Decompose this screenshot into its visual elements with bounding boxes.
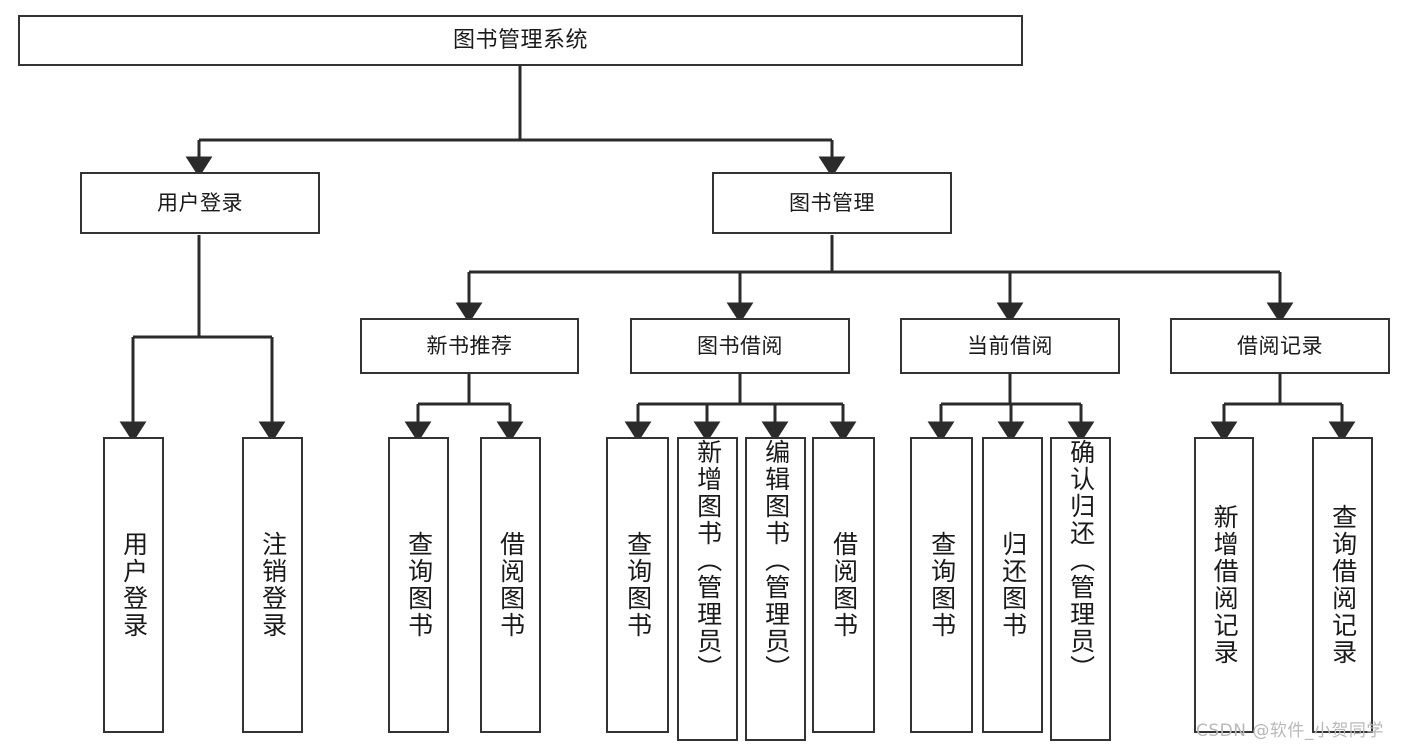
node-leaf-user-login-label: 用户登录 [119, 531, 149, 639]
node-leaf-query-book-borrow[interactable]: 查询图书 [606, 437, 669, 733]
node-new-book-recommend-label: 新书推荐 [426, 333, 513, 358]
node-leaf-borrow-book-borrow-label: 借阅图书 [829, 531, 859, 639]
node-leaf-query-book-recommend[interactable]: 查询图书 [388, 437, 449, 733]
node-leaf-edit-book-label: 编辑图书（管理员） [761, 439, 791, 682]
node-user-login[interactable]: 用户登录 [80, 172, 320, 234]
node-current-borrow[interactable]: 当前借阅 [900, 318, 1120, 374]
node-leaf-borrow-book-recommend-label: 借阅图书 [496, 531, 526, 639]
node-leaf-query-book-current[interactable]: 查询图书 [910, 437, 973, 733]
node-leaf-return-book-label: 归还图书 [998, 531, 1028, 639]
node-leaf-logout-label: 注销登录 [258, 531, 288, 639]
node-root-system[interactable]: 图书管理系统 [18, 15, 1023, 66]
node-leaf-confirm-return-label: 确认归还（管理员） [1066, 439, 1096, 682]
node-borrow-record[interactable]: 借阅记录 [1170, 318, 1390, 374]
node-leaf-query-borrow-record-label: 查询借阅记录 [1328, 504, 1358, 666]
node-leaf-borrow-book-borrow[interactable]: 借阅图书 [812, 437, 875, 733]
node-leaf-borrow-book-recommend[interactable]: 借阅图书 [480, 437, 541, 733]
node-borrow-record-label: 借阅记录 [1237, 333, 1323, 358]
node-root-system-label: 图书管理系统 [452, 27, 588, 53]
node-leaf-confirm-return[interactable]: 确认归还（管理员） [1050, 437, 1111, 741]
node-book-manage-label: 图书管理 [789, 190, 875, 215]
node-leaf-add-borrow-record[interactable]: 新增借阅记录 [1194, 437, 1254, 733]
node-book-borrow[interactable]: 图书借阅 [630, 318, 850, 374]
node-leaf-return-book[interactable]: 归还图书 [982, 437, 1043, 733]
csdn-watermark: CSDN @软件_小贺同学 [1196, 721, 1384, 741]
node-leaf-add-book-label: 新增图书（管理员） [693, 439, 723, 682]
node-book-borrow-label: 图书借阅 [697, 333, 783, 358]
node-new-book-recommend[interactable]: 新书推荐 [360, 318, 579, 374]
node-leaf-query-borrow-record[interactable]: 查询借阅记录 [1312, 437, 1373, 733]
node-current-borrow-label: 当前借阅 [967, 333, 1053, 358]
node-leaf-query-book-current-label: 查询图书 [927, 531, 957, 639]
node-leaf-logout[interactable]: 注销登录 [242, 437, 303, 733]
node-leaf-add-borrow-record-label: 新增借阅记录 [1210, 504, 1240, 666]
node-leaf-edit-book[interactable]: 编辑图书（管理员） [745, 437, 806, 741]
node-book-manage[interactable]: 图书管理 [712, 172, 952, 234]
node-leaf-user-login[interactable]: 用户登录 [103, 437, 164, 733]
node-leaf-query-book-borrow-label: 查询图书 [623, 531, 653, 639]
node-leaf-add-book[interactable]: 新增图书（管理员） [677, 437, 738, 741]
node-leaf-query-book-recommend-label: 查询图书 [404, 531, 434, 639]
node-user-login-label: 用户登录 [157, 190, 243, 215]
